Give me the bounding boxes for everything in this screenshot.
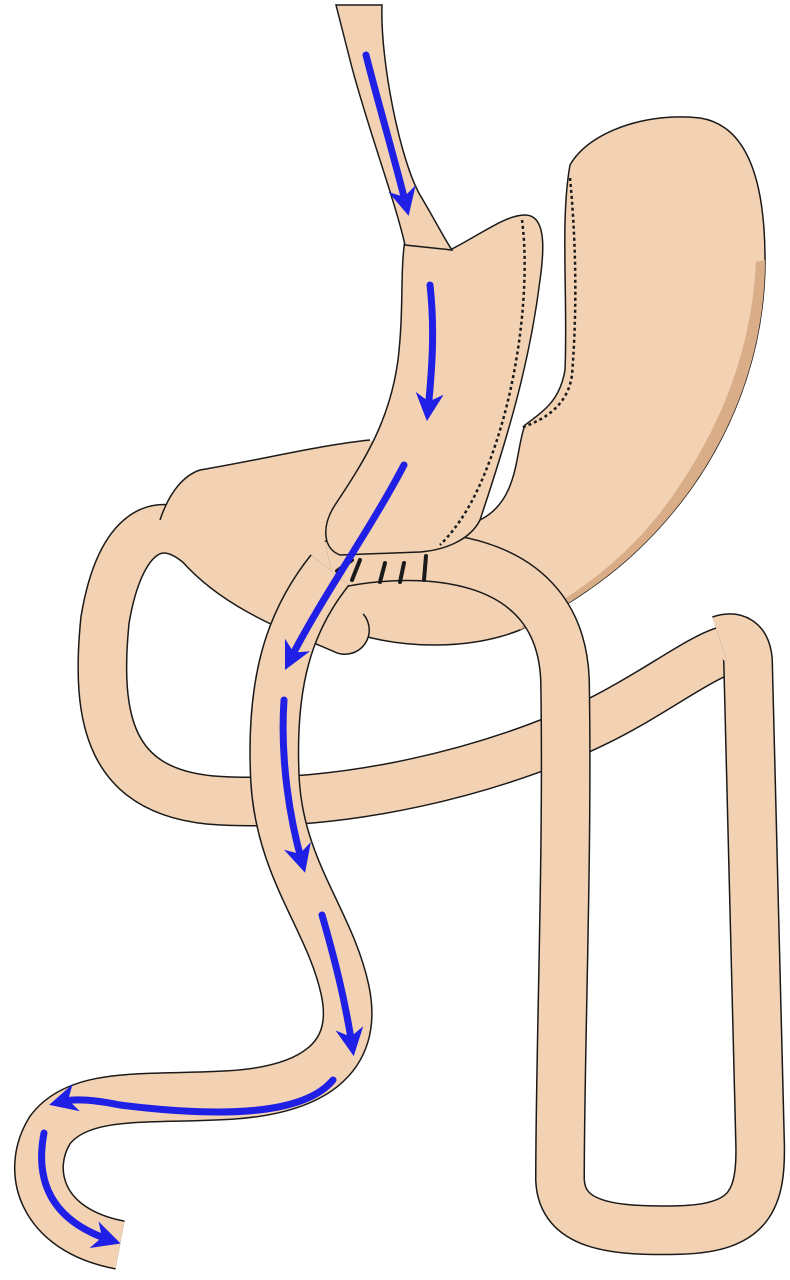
flow-arrow-icon — [38, 51, 444, 1248]
jejunal-loop — [324, 531, 786, 1256]
gastric-pouch — [325, 214, 544, 556]
remnant-stomach — [329, 116, 766, 646]
staple-line — [519, 177, 577, 430]
staple-line — [439, 219, 526, 546]
esophagus — [335, 4, 454, 251]
duodenal-limb — [77, 439, 770, 827]
